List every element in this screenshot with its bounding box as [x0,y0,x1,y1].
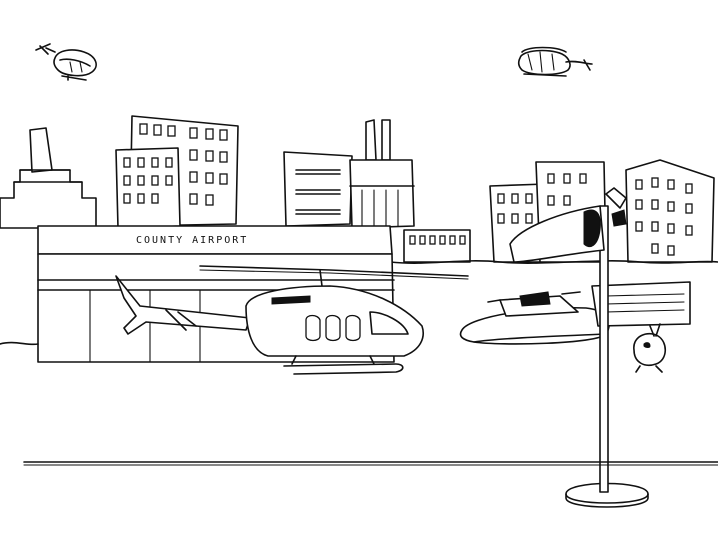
skyline-windows-d [497,173,693,256]
terminal-sign-text: COUNTY AIRPORT [136,235,248,246]
helicopter [115,265,469,375]
windsock-pole [509,187,649,508]
hovercraft [459,281,691,345]
small-bird-character [633,323,667,373]
skyline-windows-c [409,235,466,245]
sky-helicopter-left [35,43,97,81]
skyline-windows-b [295,169,341,215]
terminal-sign: COUNTY AIRPORT [136,235,248,246]
skyline-windows-a [123,123,228,206]
runway-line [23,461,718,466]
sky-helicopter-right [517,46,593,77]
